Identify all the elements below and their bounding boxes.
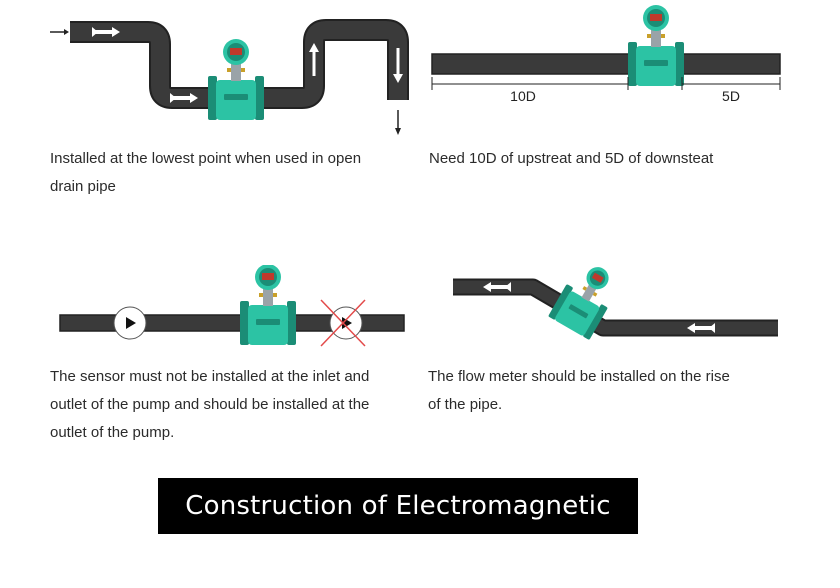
- pump-icon: [113, 306, 147, 340]
- pump-icon: [329, 306, 363, 340]
- pump-diagram: [59, 265, 405, 347]
- caption-pump: The sensor must not be installed at the …: [50, 368, 370, 441]
- dimension-upstream: 10D: [431, 77, 629, 104]
- banner-title: Construction of Electromagnetic: [185, 491, 611, 521]
- straight-run-diagram: 10D 5D: [431, 5, 781, 104]
- rise-diagram: [453, 260, 778, 341]
- flow-meter-icon: [240, 265, 296, 345]
- caption-straight-run: Need 10D of upstreat and 5D of downsteat: [429, 150, 714, 167]
- cross-icon: [320, 299, 366, 347]
- dimension-downstream: 5D: [681, 77, 781, 104]
- flow-arrow-icon: [395, 110, 401, 135]
- flow-arrow-icon: [309, 43, 319, 76]
- flow-arrow-icon: [50, 29, 69, 35]
- flow-meter-icon: [628, 5, 684, 86]
- caption-rise: The flow meter should be installed on th…: [428, 368, 730, 413]
- section-banner: Construction of Electromagnetic: [158, 478, 638, 534]
- flow-arrow-icon: [393, 48, 403, 83]
- caption-open-drain: Installed at the lowest point when used …: [50, 150, 362, 195]
- open-drain-diagram: [50, 19, 409, 135]
- downstream-label: 5D: [722, 88, 740, 104]
- upstream-label: 10D: [510, 88, 536, 104]
- flow-meter-icon: [208, 39, 264, 120]
